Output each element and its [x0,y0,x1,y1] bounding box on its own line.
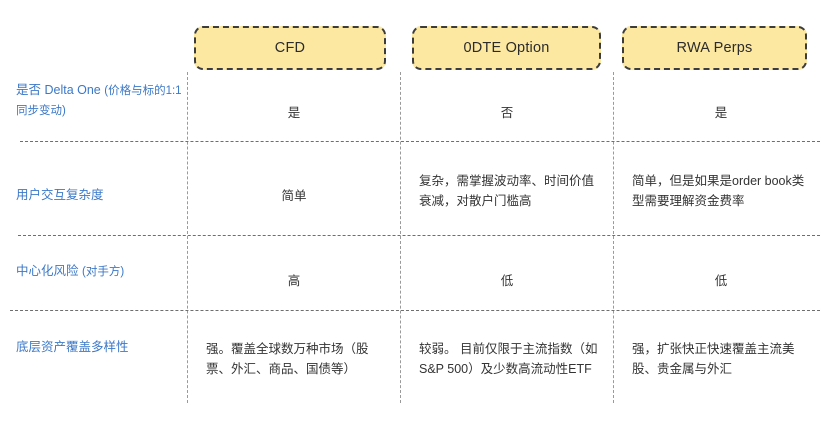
column-header-label: RWA Perps [676,40,753,56]
cell-delta-one-odte: 否 [500,106,514,120]
cell-ux-complexity-cfd: 简单 [281,189,307,203]
cell-asset-coverage-cfd: 强。覆盖全球数万种市场（股票、外汇、商品、国债等） [206,342,369,376]
row-divider-2 [18,235,820,236]
cell-delta-one-cfd: 是 [287,106,301,120]
cell-asset-coverage-rwa: 强，扩张快正快速覆盖主流美股、贵金属与外汇 [632,342,795,376]
column-divider-2 [400,72,401,403]
row-label-main: 中心化风险 [16,264,82,278]
row-label-sub: (价格与标的1:1同步变动) [16,85,182,117]
row-label-main: 是否 Delta One [16,83,105,97]
cell-delta-one-rwa: 是 [714,106,728,120]
row-label-delta-one: 是否 Delta One (价格与标的1:1同步变动) [16,81,182,121]
cell-ux-complexity-rwa: 简单，但是如果是order book类型需要理解资金费率 [632,174,805,208]
row-divider-1 [20,141,820,142]
row-label-ux-complexity: 用户交互复杂度 [16,186,182,206]
column-header-odte-option: 0DTE Option [412,26,601,70]
row-label-centralization-risk: 中心化风险 (对手方) [16,262,182,282]
cell-asset-coverage-odte: 较弱。 目前仅限于主流指数（如S&P 500）及少数高流动性ETF [419,342,598,376]
column-divider-3 [613,72,614,403]
column-header-rwa-perps: RWA Perps [622,26,807,70]
column-header-label: 0DTE Option [463,40,550,56]
column-divider-1 [187,72,188,403]
row-label-asset-coverage: 底层资产覆盖多样性 [16,338,182,358]
column-header-cfd: CFD [194,26,386,70]
row-label-main: 用户交互复杂度 [16,188,104,202]
row-label-sub: (对手方) [81,266,125,278]
column-header-label: CFD [274,40,306,56]
cell-centralization-risk-cfd: 高 [287,274,301,288]
cell-centralization-risk-odte: 低 [500,274,514,288]
row-divider-3 [10,310,820,311]
cell-ux-complexity-odte: 复杂，需掌握波动率、时间价值衰减，对散户门槛高 [419,174,595,208]
cell-centralization-risk-rwa: 低 [714,274,728,288]
row-label-main: 底层资产覆盖多样性 [16,340,129,354]
